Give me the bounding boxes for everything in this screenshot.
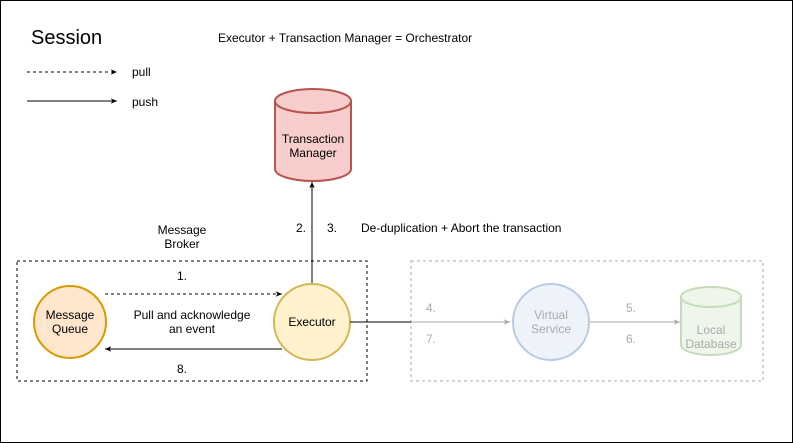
broker-label-line1: Message (157, 223, 207, 237)
broker-label-line2: Broker (164, 237, 200, 251)
pull-ack-line1: Pull and acknowledge (133, 308, 251, 322)
orchestrator-note: Executor + Transaction Manager = Orchest… (218, 31, 473, 45)
legend-pull-label: pull (132, 65, 151, 79)
step-7-label: 7. (426, 332, 437, 346)
mq-label-line1: Message (45, 308, 95, 322)
executor-label: Executor (288, 315, 336, 329)
local-database-cylinder[interactable] (680, 286, 742, 356)
remote-services-container (410, 260, 764, 382)
step-5-label: 5. (626, 301, 637, 315)
tm-label-line2: Manager (289, 146, 337, 160)
tm-label-line1: Transaction (281, 132, 345, 146)
session-title: Session (31, 27, 103, 49)
step-1-label: 1. (177, 269, 188, 283)
legend-push-label: push (132, 95, 159, 109)
step-6-label: 6. (626, 332, 637, 346)
virtual-service-node[interactable] (512, 283, 590, 361)
dedup-label: De-duplication + Abort the transaction (361, 221, 562, 235)
step-4-label: 4. (426, 301, 437, 315)
vs-label-line2: Service (530, 322, 571, 336)
transaction-manager-cylinder[interactable] (274, 88, 352, 182)
message-broker-container (16, 260, 368, 382)
mq-label-line2: Queue (51, 322, 89, 336)
vs-label-line1: Virtual (534, 308, 568, 322)
step-3-label: 3. (327, 221, 338, 235)
step-8-label: 8. (177, 362, 188, 376)
db-label-line1: Local (696, 323, 726, 337)
db-label-line2: Database (685, 337, 737, 351)
pull-ack-line2: an event (168, 322, 216, 336)
step-2-label: 2. (296, 221, 307, 235)
message-queue-node[interactable] (33, 285, 107, 359)
